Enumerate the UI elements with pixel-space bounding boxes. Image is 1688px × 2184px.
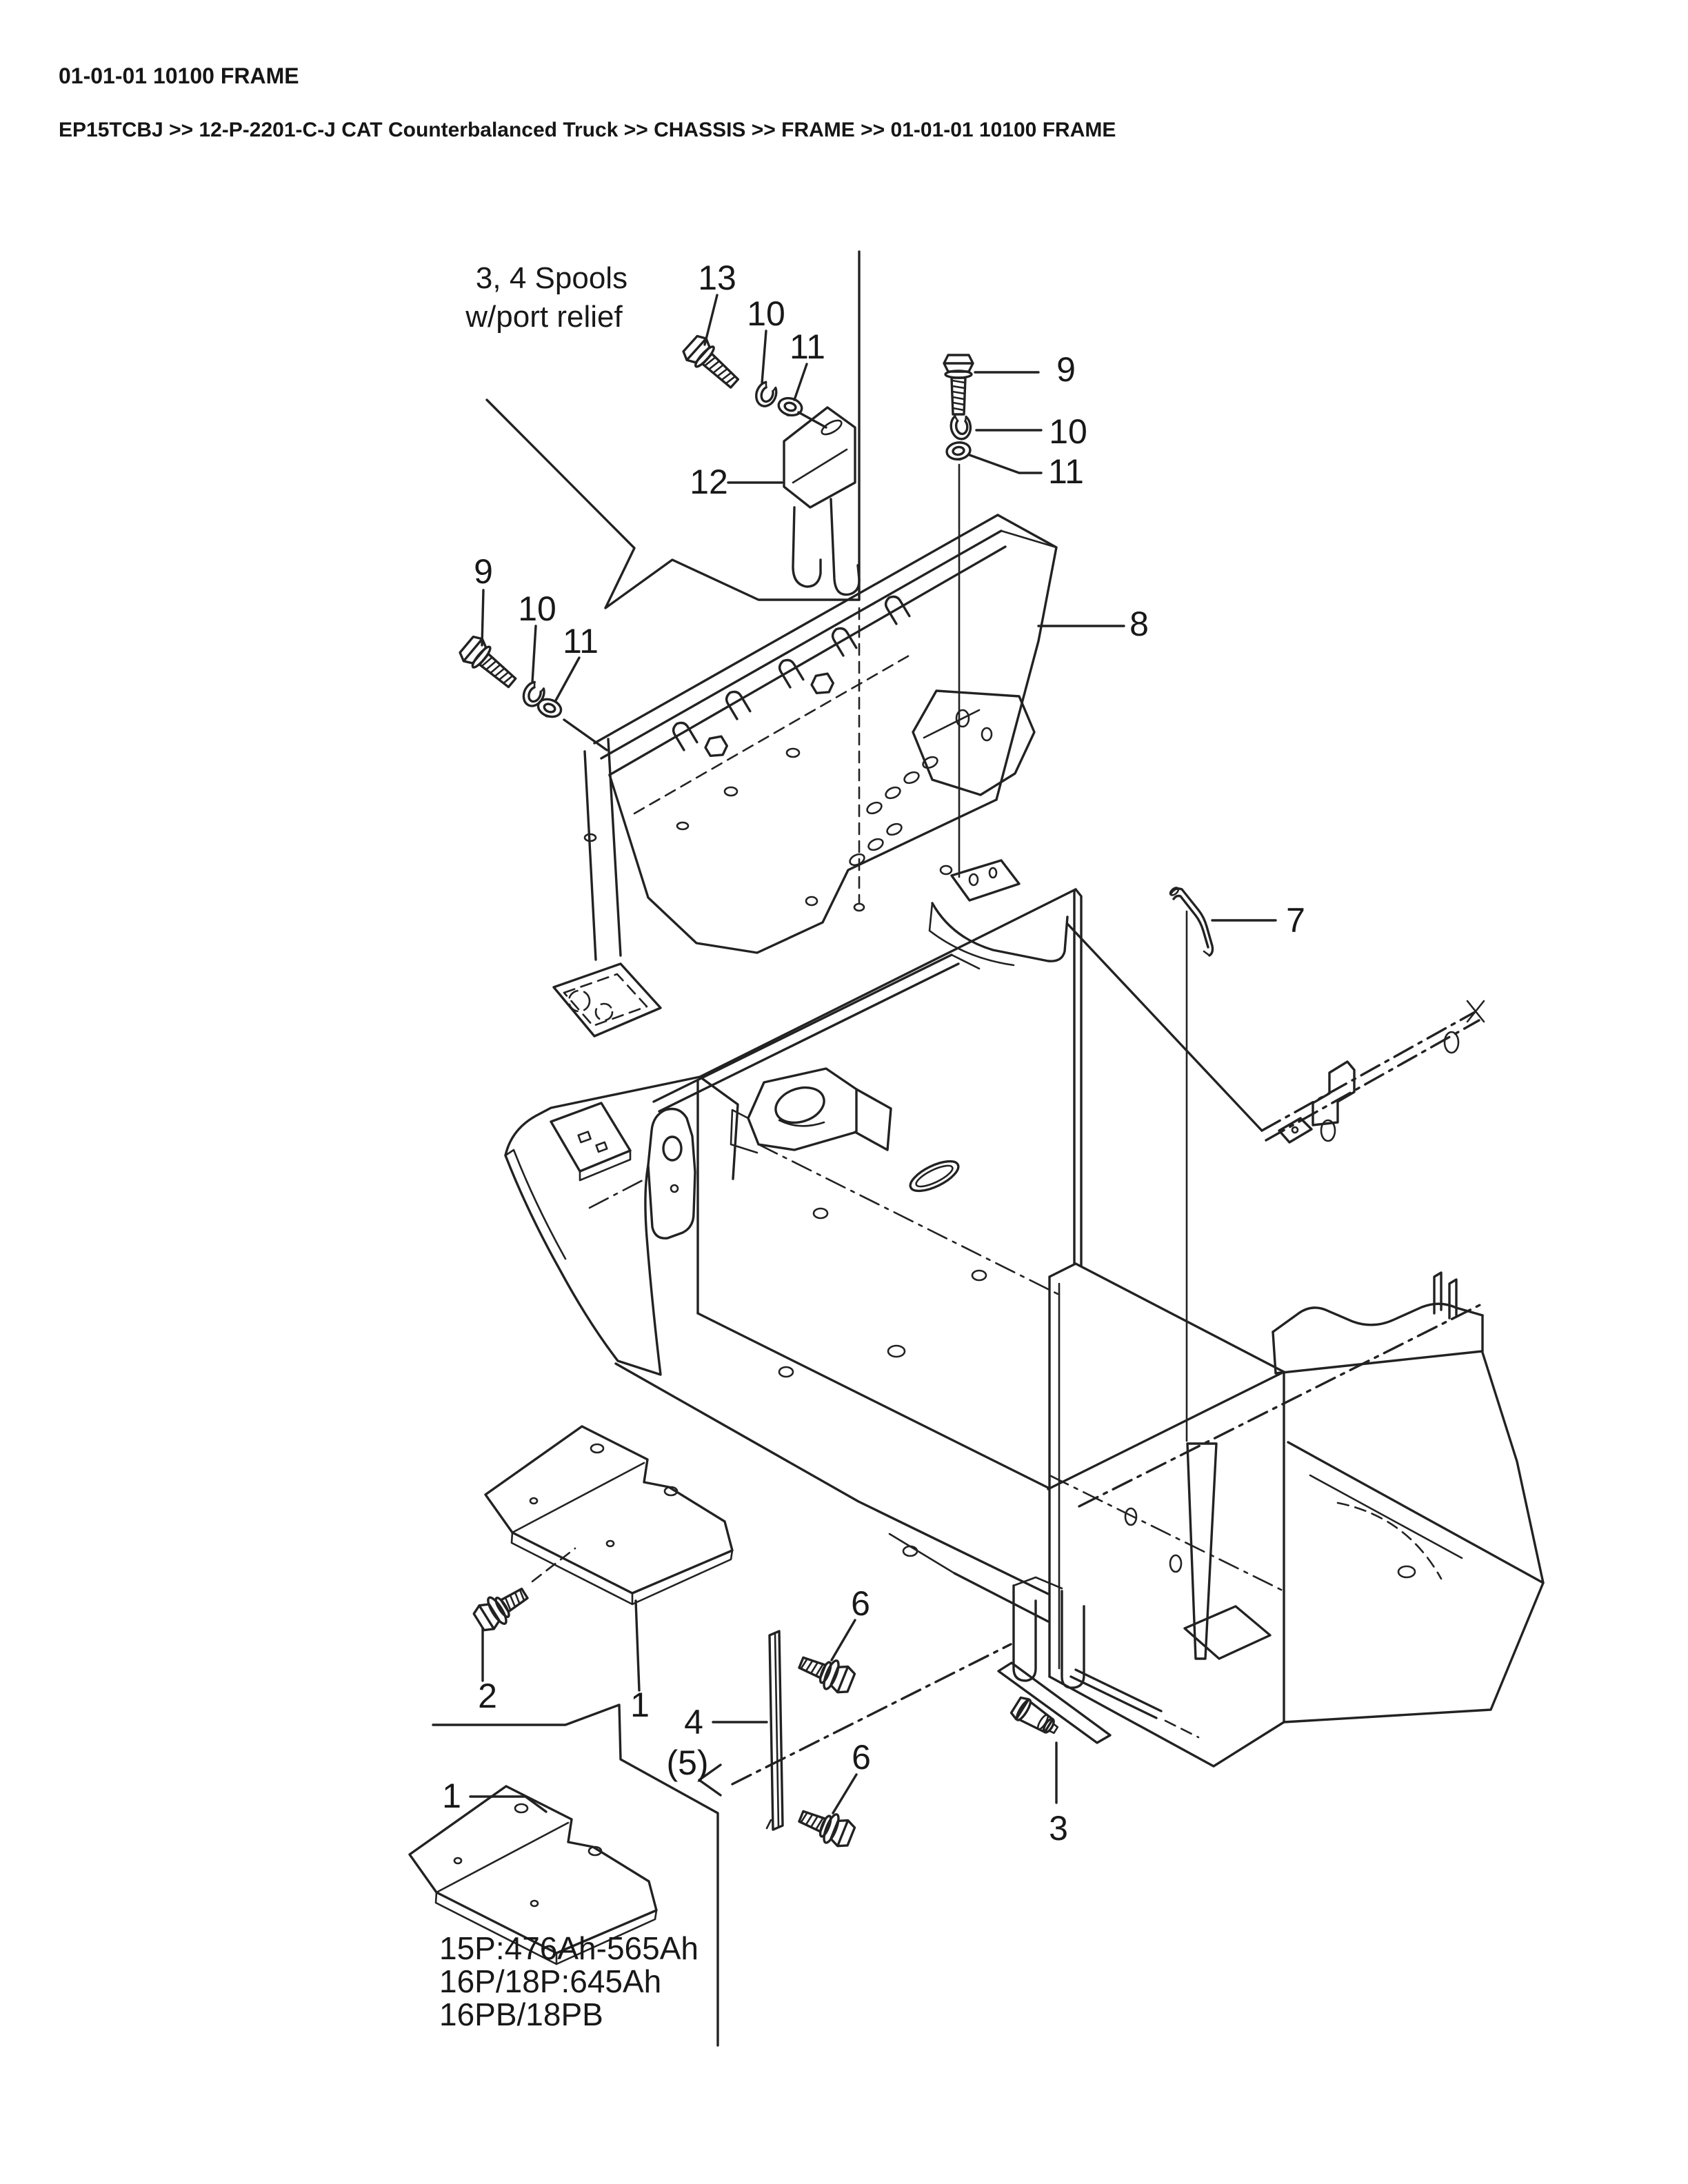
spools-note-line1: 3, 4 Spools [476, 261, 627, 295]
battery-compartment [1048, 1262, 1285, 1768]
battery-stop-bracket [484, 1425, 734, 1606]
battery-note-line2: 16P/18P:645Ah [439, 1963, 661, 1999]
right-wing-plate [1283, 1441, 1545, 1723]
flange-bolt-icon [794, 1801, 858, 1852]
cowl-brackets [912, 689, 1069, 967]
battery-callout-pointer [432, 1703, 719, 2047]
part-number-label: 11 [1048, 452, 1084, 491]
part-number-label: 10 [518, 589, 556, 628]
lock-washer-icon [948, 413, 974, 442]
part-number-label: 1 [442, 1777, 461, 1815]
pin-mount-plate [997, 1661, 1112, 1744]
pin-icon [1008, 1694, 1063, 1741]
spools-callout-pointer [485, 398, 861, 609]
part-number-label: 11 [790, 327, 825, 366]
spools-note-line2: w/port relief [465, 300, 623, 334]
breadcrumb: EP15TCBJ >> 12-P-2201-C-J CAT Counterbal… [59, 119, 1116, 141]
battery-note-line1: 15P:476Ah-565Ah [439, 1930, 699, 1966]
bolt-icon [456, 632, 523, 696]
part-number-label: 6 [852, 1738, 871, 1777]
frame-drawing [504, 514, 1545, 1786]
bolt-icon [943, 354, 974, 416]
strip-4 [765, 1630, 784, 1831]
flat-washer-icon [775, 394, 805, 420]
right-rails [1047, 1000, 1545, 1584]
battery-note-line3: 16PB/18PB [439, 1996, 603, 2032]
part-number-label: 6 [851, 1584, 870, 1623]
part-number-label: 10 [747, 294, 785, 333]
lock-washer-icon [519, 678, 549, 711]
latch-wedge [1186, 1442, 1218, 1660]
part-number-label: 12 [690, 463, 728, 501]
page-title: 01-01-01 10100 FRAME [59, 63, 299, 88]
part-number-label: (5) [666, 1743, 708, 1782]
part-number-label: 9 [1056, 350, 1076, 389]
part-number-label: 9 [474, 552, 493, 591]
part-number-label: 4 [684, 1703, 703, 1741]
center-wall [652, 888, 1263, 1489]
seat-bracket [730, 1067, 892, 1154]
bolt-icon [679, 332, 745, 396]
left-fender [504, 1075, 739, 1376]
flat-washer-icon [534, 695, 565, 722]
flat-washer-icon [944, 440, 973, 463]
lock-washer-icon [752, 378, 781, 410]
part-number-label: 11 [563, 622, 599, 660]
part-number-label: 3 [1049, 1809, 1068, 1848]
flange-bolt-icon [794, 1647, 858, 1699]
part-number-label: 13 [698, 259, 736, 297]
leader-lines [469, 294, 1277, 1814]
bracket-12 [783, 406, 861, 596]
rod-7 [1169, 887, 1214, 957]
floor-members [614, 1362, 1200, 1786]
part-number-label: 8 [1129, 605, 1149, 643]
part-number-label: 1 [630, 1686, 650, 1724]
panel-holes [583, 747, 953, 907]
part-number-label: 7 [1286, 901, 1305, 940]
part-number-label: 10 [1049, 412, 1087, 451]
dash-panel-8 [552, 514, 1058, 1038]
part-number-label: 2 [478, 1677, 497, 1715]
callout-outlines [432, 250, 865, 2047]
break-mark [698, 1763, 722, 1797]
flange-bolt-icon [470, 1579, 534, 1637]
hardware-parts [408, 332, 1214, 1965]
